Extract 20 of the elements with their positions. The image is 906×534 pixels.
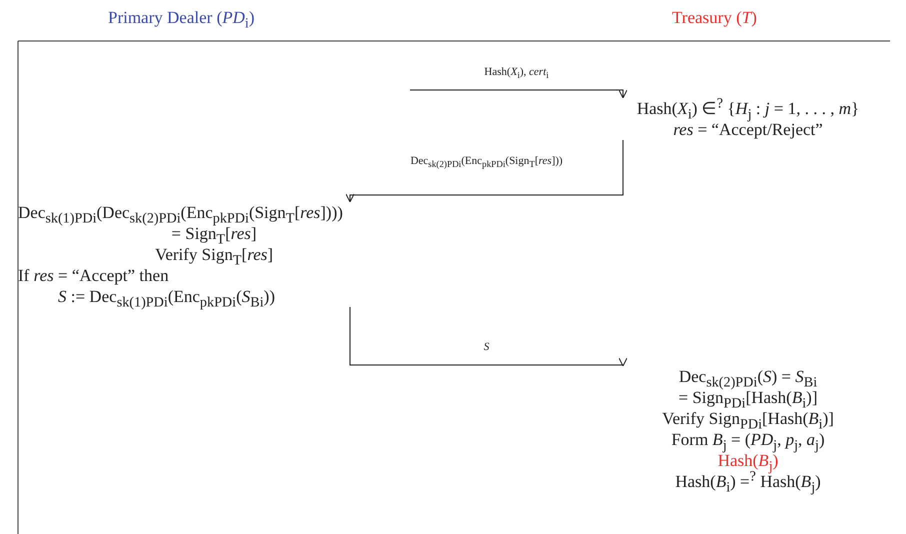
arrow bbox=[350, 306, 628, 366]
formula-text: S := Dec$_{sk(1)PDi}$(Enc$_{pkPDi}$(S$_{Bi}$)) bbox=[57, 286, 276, 307]
lane-heading: Treasury (T) bbox=[672, 8, 757, 28]
edge-label: Hash(X$_{i}$), cert$_{i}$ bbox=[482, 66, 551, 78]
formula-text: Dec$_{sk(1)PDi}$(Dec$_{sk(2)PDi}$(Enc$_{pkPDi}$(Sign$_{T}$[res]))) bbox=[18, 202, 344, 223]
formula-text: Hash(B$_{j}$) bbox=[716, 451, 780, 471]
formula-text: res = “Accept/Reject” bbox=[672, 120, 824, 140]
formula-text: = Sign$_{PDi}$[Hash(B$_{i}$)] bbox=[678, 388, 818, 408]
formula-text: Form B$_{j}$ = (PD$_{j}$, p$_{j}$, a$_{j}$) bbox=[670, 429, 826, 450]
formula-text: Hash(X$_{i}$) ∈$^{?}$ {H$_{j}$ : j = 1, . . . , m} bbox=[636, 98, 860, 119]
lane-heading: Primary Dealer (PD$_{i}$) bbox=[108, 8, 255, 28]
formula-text: If res = “Accept” then bbox=[18, 265, 170, 286]
arrow bbox=[346, 140, 624, 202]
formula-text: = Sign$_{T}$[res] bbox=[171, 224, 258, 244]
arrow bbox=[410, 90, 628, 98]
edge-label: S bbox=[482, 341, 492, 353]
formula-text: Verify Sign$_{T}$[res] bbox=[154, 244, 274, 265]
formula-text: Dec$_{sk(2)PDi}$(S) = S$_{Bi}$ bbox=[678, 366, 818, 387]
edge-label: Dec$_{sk(2)PDi}$(Enc$_{pkPDi}$(Sign$_{T}$[res])) bbox=[408, 155, 565, 167]
formula-text: Verify Sign$_{PDi}$[Hash(B$_{i}$)] bbox=[661, 408, 835, 429]
